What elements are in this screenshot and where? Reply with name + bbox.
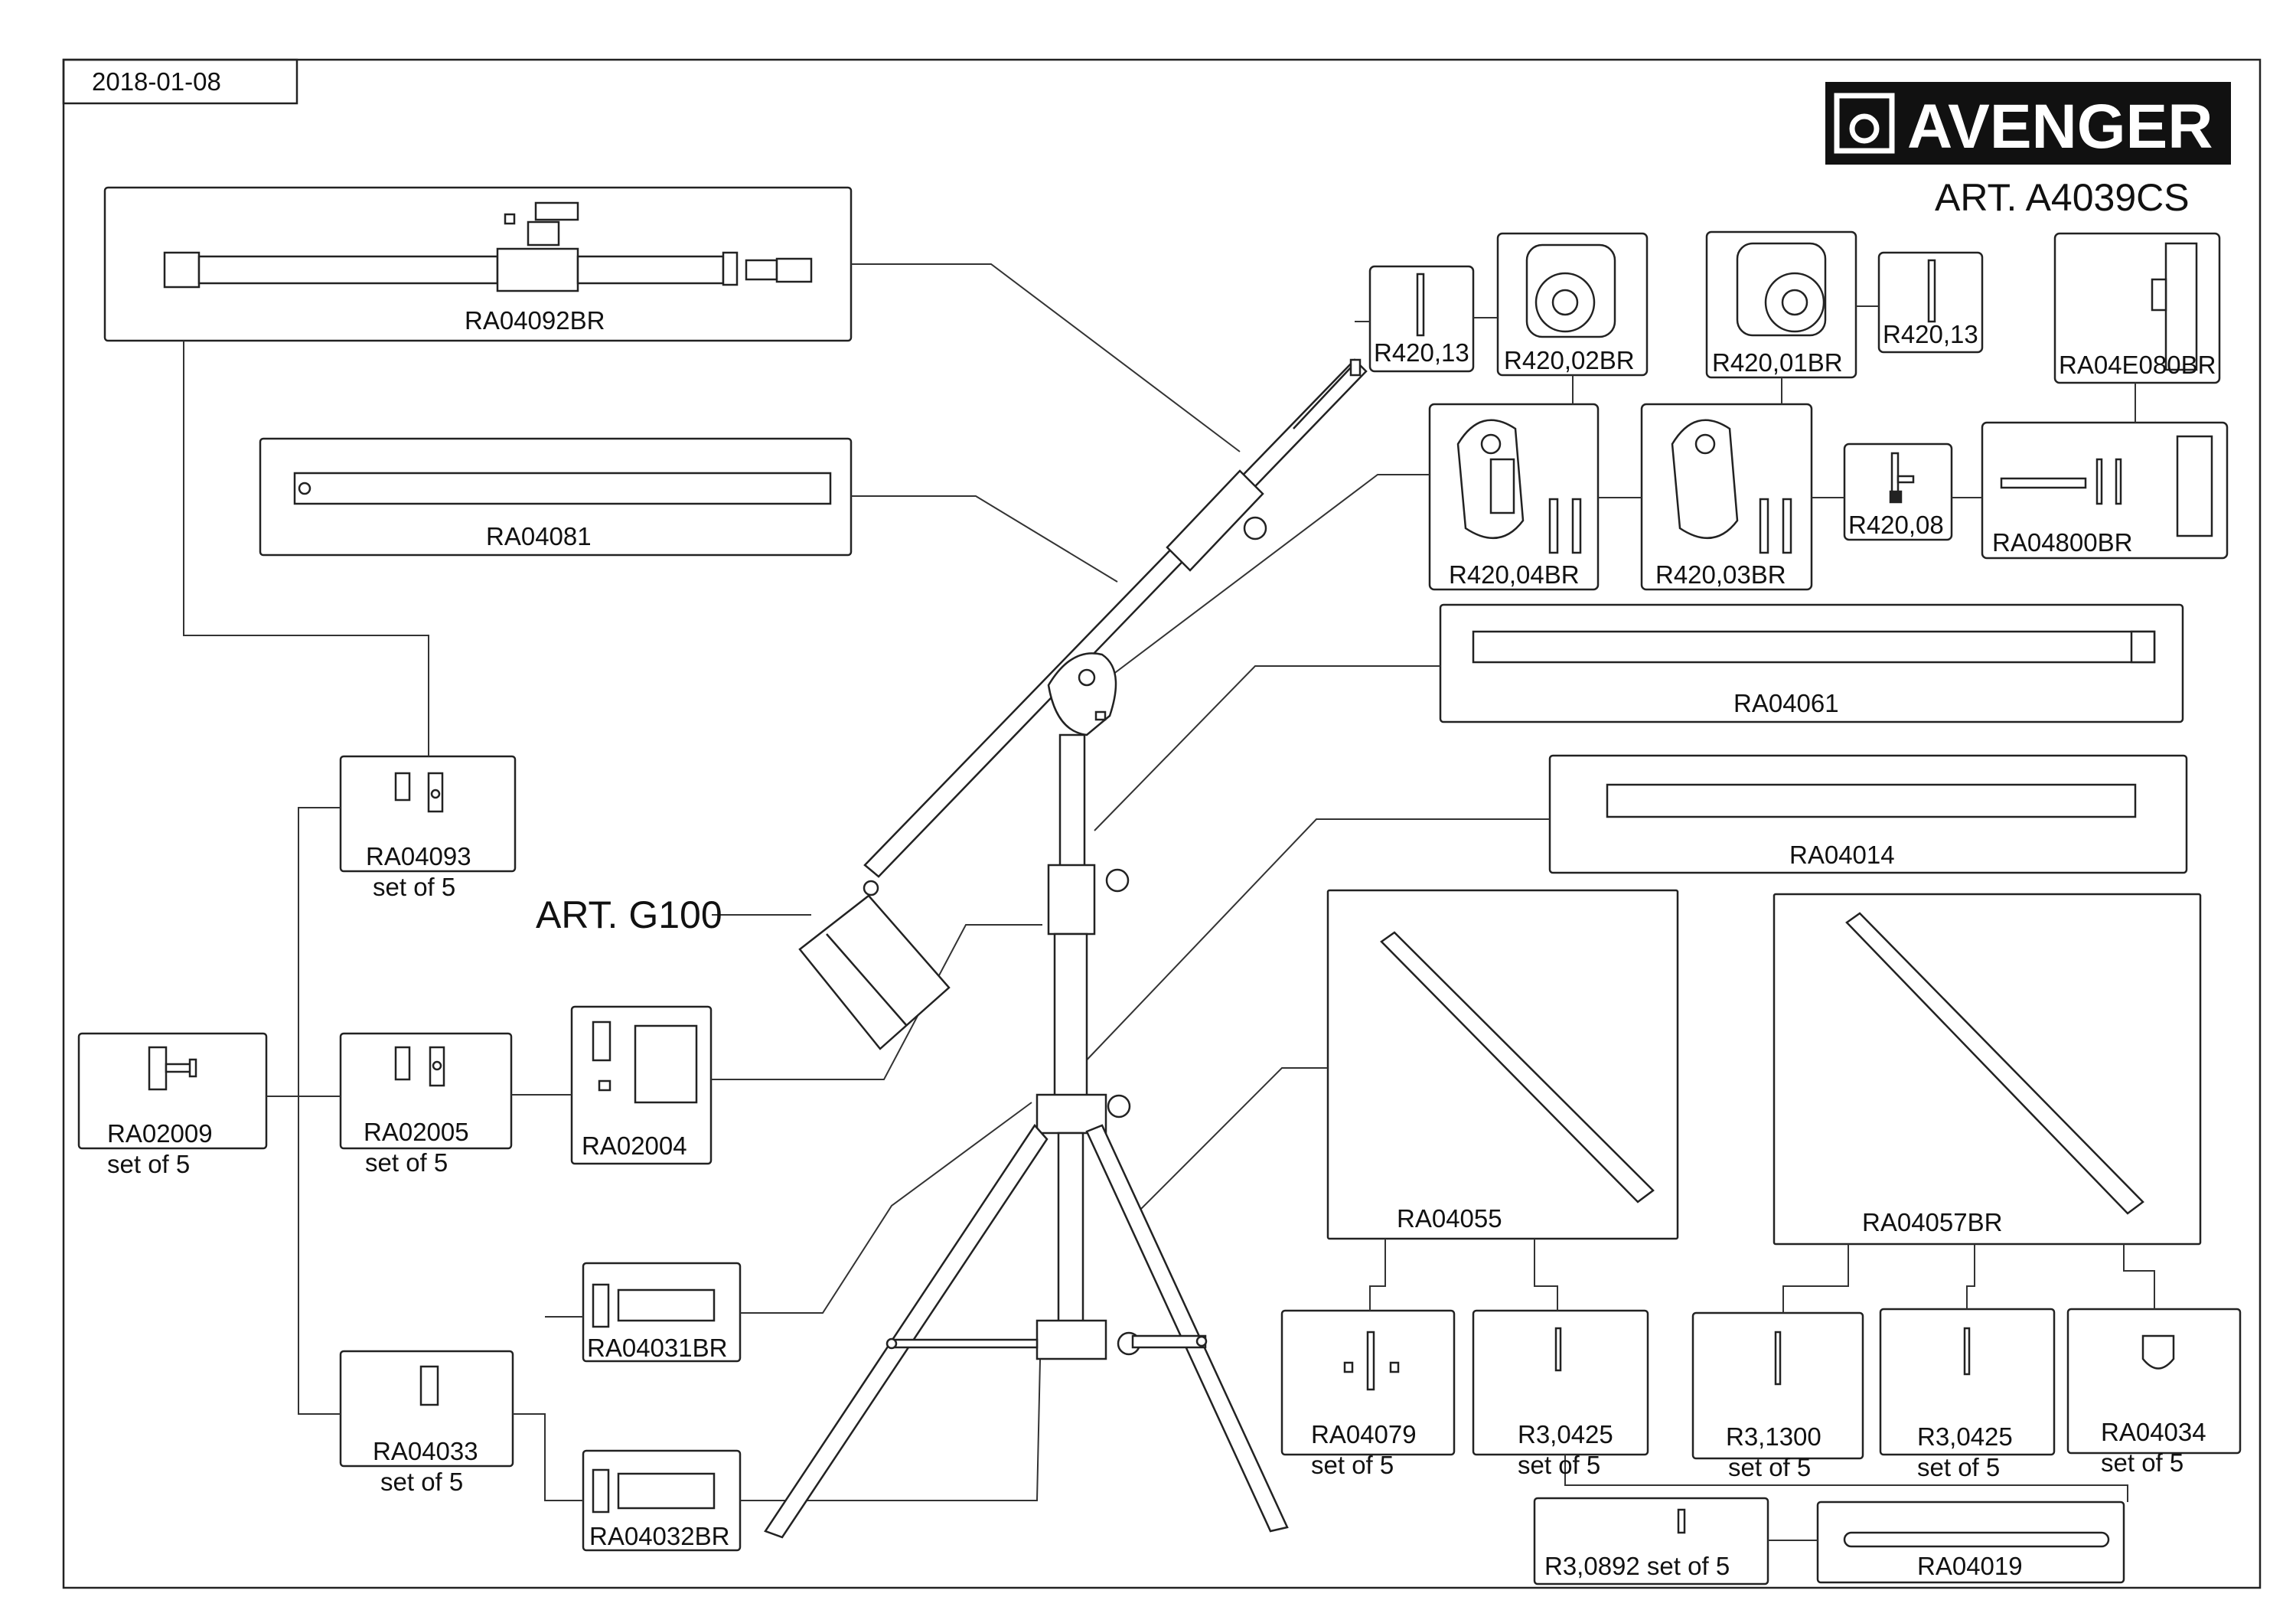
- date-label: 2018-01-08: [92, 67, 221, 96]
- article-number: ART. A4039CS: [1935, 176, 2190, 219]
- part-icons: [148, 201, 2213, 1548]
- label-ra04079-set: set of 5: [1311, 1451, 1394, 1479]
- label-r420-04br: R420,04BR: [1449, 560, 1580, 589]
- label-ra04033: RA04033: [373, 1437, 478, 1465]
- label-ra02009: RA02009: [107, 1119, 213, 1148]
- label-r420-01br: R420,01BR: [1712, 348, 1843, 377]
- label-ra02005: RA02005: [364, 1118, 469, 1146]
- label-ra04032br: RA04032BR: [589, 1522, 729, 1550]
- label-ra04e080br: RA04E080BR: [2059, 351, 2216, 379]
- label-r420-13-a: R420,13: [1374, 338, 1469, 367]
- label-r3-0425-a-set: set of 5: [1518, 1451, 1600, 1479]
- label-ra04031br: RA04031BR: [587, 1334, 727, 1362]
- label-ra04061: RA04061: [1733, 689, 1839, 717]
- label-r420-08: R420,08: [1848, 511, 1944, 539]
- label-ra04057br: RA04057BR: [1862, 1208, 2002, 1236]
- label-ra02009-set: set of 5: [107, 1150, 190, 1178]
- label-ra04014: RA04014: [1789, 841, 1895, 869]
- label-ra04093: RA04093: [366, 842, 471, 870]
- label-ra04800br: RA04800BR: [1992, 528, 2132, 557]
- label-ra02004: RA02004: [582, 1132, 687, 1160]
- part-labels: RA04092BR RA04081 RA04093 set of 5 RA020…: [107, 306, 2216, 1580]
- label-art-g100: ART. G100: [536, 893, 722, 936]
- label-ra04019: RA04019: [1917, 1552, 2023, 1580]
- label-r3-0425-a: R3,0425: [1518, 1420, 1613, 1448]
- box-ra02009: [77, 1032, 268, 1150]
- label-r3-1300: R3,1300: [1726, 1422, 1821, 1451]
- box-ra04033: [339, 1350, 514, 1468]
- label-ra04033-set: set of 5: [380, 1468, 463, 1496]
- date-box: [62, 58, 298, 105]
- label-r3-0892: R3,0892 set of 5: [1544, 1552, 1730, 1580]
- label-r420-03br: R420,03BR: [1655, 560, 1786, 589]
- label-r420-02br: R420,02BR: [1504, 346, 1635, 374]
- drawing-frame: [62, 58, 2262, 1589]
- box-r3-1300: [1691, 1311, 1864, 1460]
- label-r3-1300-set: set of 5: [1728, 1453, 1811, 1481]
- avenger-logo: AVENGER: [1825, 82, 2231, 165]
- box-ra04800br: [1981, 421, 2229, 560]
- label-ra02005-set: set of 5: [365, 1148, 448, 1177]
- brand-name: AVENGER: [1907, 92, 2213, 162]
- label-ra04079: RA04079: [1311, 1420, 1417, 1448]
- label-ra04081: RA04081: [486, 522, 592, 550]
- label-ra04034-set: set of 5: [2101, 1448, 2183, 1477]
- label-r420-13-b: R420,13: [1883, 320, 1978, 348]
- label-ra04034: RA04034: [2101, 1418, 2206, 1446]
- label-r3-0425-b: R3,0425: [1917, 1422, 2013, 1451]
- label-r3-0425-b-set: set of 5: [1917, 1453, 2000, 1481]
- stand-drawing: [764, 358, 1368, 1539]
- box-ra02005: [339, 1032, 513, 1150]
- leader-lines: [183, 263, 2155, 1541]
- label-ra04055: RA04055: [1397, 1204, 1502, 1233]
- label-ra04092br: RA04092BR: [465, 306, 605, 335]
- label-ra04093-set: set of 5: [373, 873, 455, 901]
- box-r3-0425-a: [1472, 1309, 1649, 1456]
